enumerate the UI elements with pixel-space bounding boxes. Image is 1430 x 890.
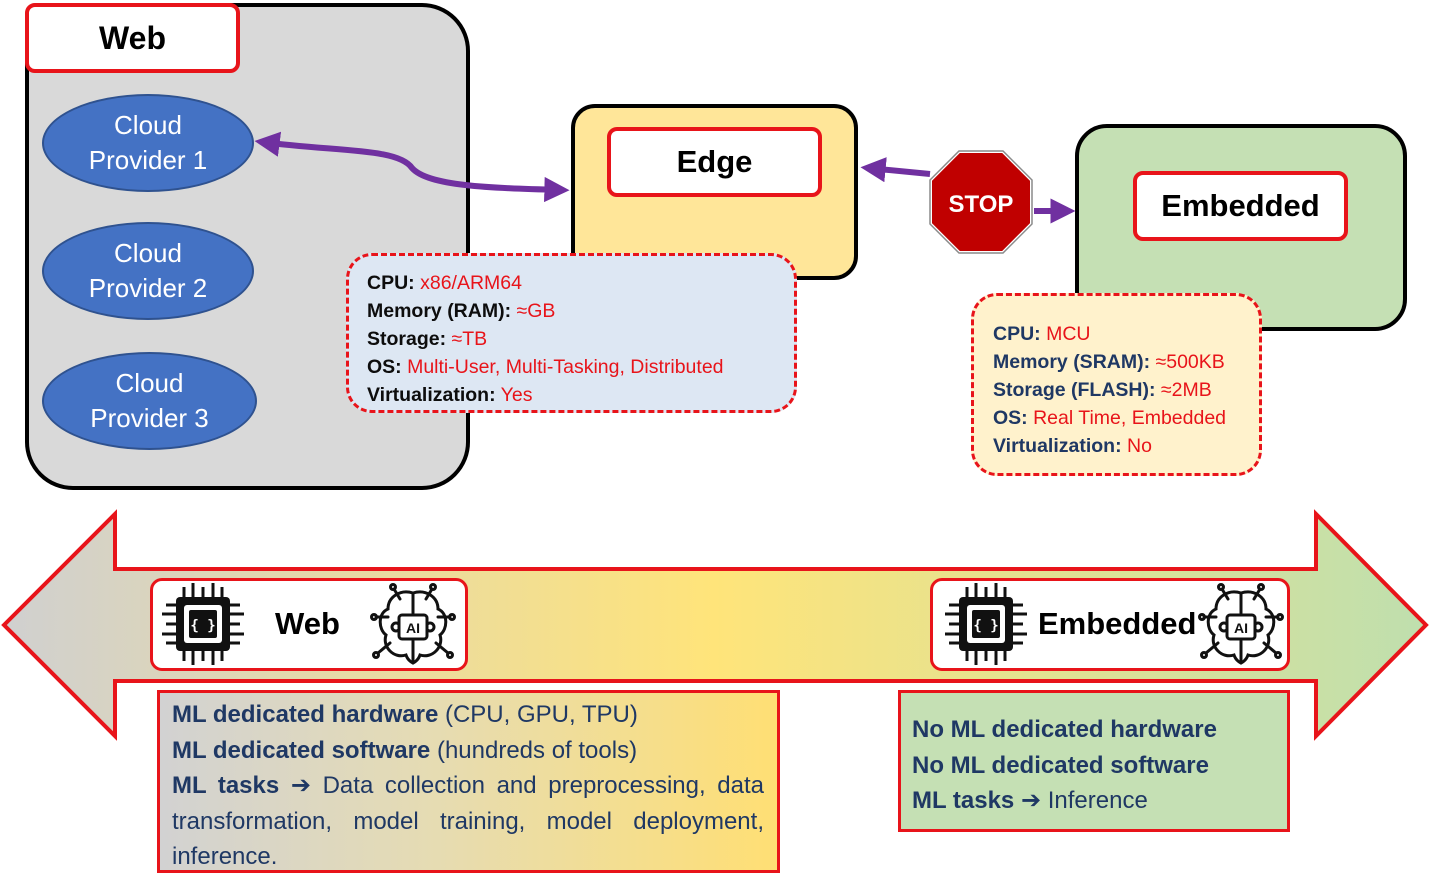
web-edge-arrow xyxy=(254,131,570,203)
web-tasks-line: ML tasks ➔ Data collection and preproces… xyxy=(172,768,764,875)
arrow-right-icon: ➔ xyxy=(290,772,311,799)
web-spectrum-label: Web xyxy=(275,606,340,641)
embedded-ml-info-box: No ML dedicated hardware No ML dedicated… xyxy=(898,690,1290,832)
info-bold: No ML dedicated software xyxy=(912,751,1209,779)
web-software-line: ML dedicated software (hundreds of tools… xyxy=(172,733,764,769)
chip-icon-text: { } xyxy=(973,618,998,634)
spec-value: x86/ARM64 xyxy=(420,272,522,294)
spec-value: MCU xyxy=(1046,323,1091,345)
spec-key: CPU: xyxy=(367,272,415,294)
spec-key: Storage: xyxy=(367,328,447,350)
edge-title: Edge xyxy=(607,127,822,197)
embedded-spec-cpu: CPU: MCU xyxy=(993,320,1259,348)
cloud-provider-2-line2: Provider 2 xyxy=(88,273,208,303)
cloud-provider-2-line1: Cloud xyxy=(114,238,182,268)
info-text: (hundreds of tools) xyxy=(430,736,638,764)
ai-icon-text: AI xyxy=(1234,620,1248,636)
cloud-provider-2: Cloud Provider 2 xyxy=(42,222,254,320)
ai-brain-icon: AI xyxy=(1198,583,1284,665)
info-bold: No ML dedicated hardware xyxy=(912,716,1217,743)
stop-sign-text: STOP xyxy=(949,191,1014,218)
embedded-hardware-line: No ML dedicated hardware xyxy=(912,712,1287,748)
info-bold: ML dedicated software xyxy=(172,736,431,764)
cloud-provider-3-line2: Provider 3 xyxy=(90,403,209,433)
edge-spec-storage: Storage: ≈TB xyxy=(367,325,794,353)
arrow-right-icon: ➔ xyxy=(1020,787,1042,814)
info-bold: ML dedicated hardware xyxy=(172,701,439,728)
cloud-provider-3-line1: Cloud xyxy=(115,368,184,398)
cloud-provider-3: Cloud Provider 3 xyxy=(42,352,257,450)
embedded-spec-os: OS: Real Time, Embedded xyxy=(993,404,1259,432)
spec-key: CPU: xyxy=(993,323,1041,345)
spectrum-arrow xyxy=(1,509,1429,741)
spec-value: Yes xyxy=(500,384,533,406)
embedded-software-line: No ML dedicated software xyxy=(912,748,1287,784)
web-title: Web xyxy=(25,3,240,73)
stop-sign-icon: STOP xyxy=(928,149,1034,255)
cloud-provider-1-line2: Provider 1 xyxy=(88,145,208,175)
chip-icon-text: { } xyxy=(190,618,215,634)
embedded-spec-memory: Memory (SRAM): ≈500KB xyxy=(993,348,1259,376)
web-ml-info-box: ML dedicated hardware (CPU, GPU, TPU) ML… xyxy=(157,690,780,873)
embedded-spec-virtualization: Virtualization: No xyxy=(993,432,1259,460)
spec-key: OS: xyxy=(993,407,1028,429)
spec-key: OS: xyxy=(367,356,402,378)
edge-spec-virtualization: Virtualization: Yes xyxy=(367,381,794,409)
cloud-provider-1-line1: Cloud xyxy=(114,110,182,140)
cloud-provider-1: Cloud Provider 1 xyxy=(42,94,254,192)
embedded-title: Embedded xyxy=(1133,171,1348,241)
info-bold: ML tasks xyxy=(172,772,280,799)
ai-brain-icon: AI xyxy=(370,583,456,665)
edge-spec-os: OS: Multi-User, Multi-Tasking, Distribut… xyxy=(367,353,794,381)
edge-spec-memory: Memory (RAM): ≈GB xyxy=(367,297,794,325)
chip-icon: { } xyxy=(162,583,244,665)
spec-key: Virtualization: xyxy=(993,435,1122,457)
embedded-spec-box: CPU: MCU Memory (SRAM): ≈500KB Storage (… xyxy=(971,293,1262,476)
edge-stop-arrow xyxy=(860,157,931,183)
spec-value: ≈2MB xyxy=(1160,379,1212,401)
chip-icon: { } xyxy=(945,583,1027,665)
ai-icon-text: AI xyxy=(406,620,420,636)
info-text: (CPU, GPU, TPU) xyxy=(438,701,638,728)
embedded-spectrum-label: Embedded xyxy=(1038,606,1197,641)
embedded-spec-storage: Storage (FLASH): ≈2MB xyxy=(993,376,1259,404)
spec-value: Real Time, Embedded xyxy=(1033,407,1227,429)
spec-value: ≈500KB xyxy=(1155,351,1225,373)
info-text: Data collection and preprocessing, data … xyxy=(172,772,764,870)
info-bold: ML tasks xyxy=(912,787,1015,814)
spec-value: ≈GB xyxy=(516,300,556,322)
spec-value: No xyxy=(1127,435,1152,457)
spec-key: Memory (RAM): xyxy=(367,300,512,322)
info-text: Inference xyxy=(1047,787,1148,814)
spec-key: Virtualization: xyxy=(367,384,496,406)
spec-value: Multi-User, Multi-Tasking, Distributed xyxy=(407,356,724,378)
edge-spec-box: CPU: x86/ARM64 Memory (RAM): ≈GB Storage… xyxy=(346,253,797,413)
embedded-tasks-line: ML tasks ➔ Inference xyxy=(912,783,1287,819)
edge-spec-cpu: CPU: x86/ARM64 xyxy=(367,269,794,297)
spec-key: Storage (FLASH): xyxy=(993,379,1156,401)
spec-value: ≈TB xyxy=(451,328,488,350)
web-hardware-line: ML dedicated hardware (CPU, GPU, TPU) xyxy=(172,697,764,733)
spec-key: Memory (SRAM): xyxy=(993,351,1151,373)
